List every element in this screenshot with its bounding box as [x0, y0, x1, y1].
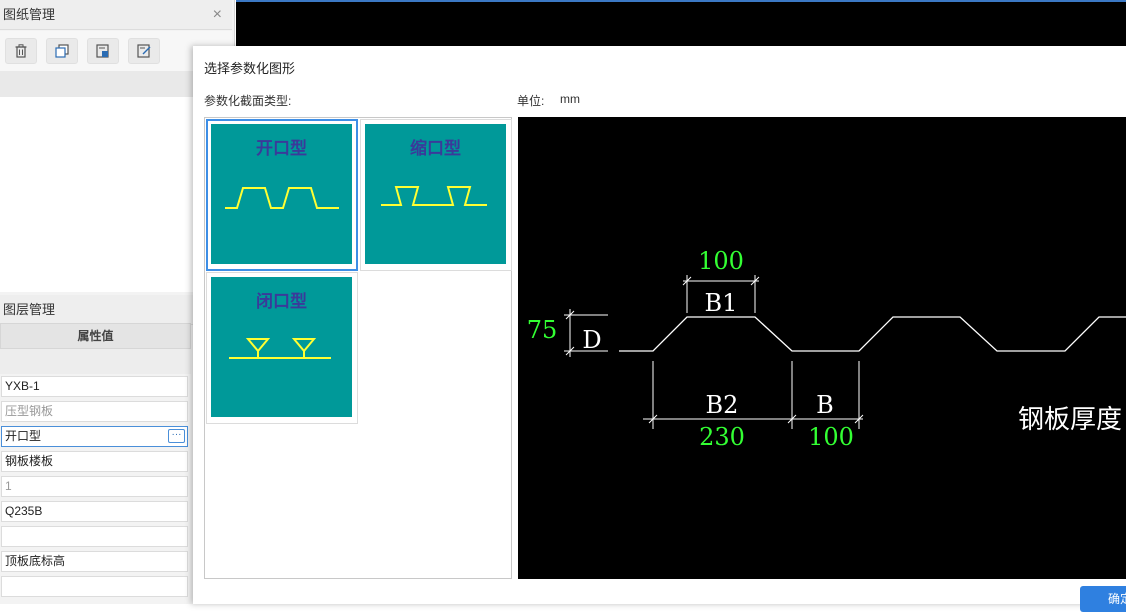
prop-field-name[interactable]: YXB-1	[1, 376, 188, 397]
copy-button[interactable]	[46, 38, 78, 64]
select-parametric-dialog: 选择参数化图形 参数化截面类型: 单位: mm 开口型 缩口型 闭	[193, 46, 1126, 612]
export-icon	[96, 44, 109, 58]
prop-field-empty-2[interactable]	[1, 576, 188, 597]
closed-profile-icon	[229, 338, 331, 359]
dim-spacing-value: 100	[808, 423, 854, 451]
close-icon[interactable]: ×	[212, 6, 222, 23]
prop-field-type[interactable]: 钢板楼板	[1, 451, 188, 472]
tile-open-type-image: 开口型	[211, 124, 352, 264]
trash-icon	[15, 44, 27, 58]
ok-button[interactable]: 确定	[1080, 586, 1126, 612]
dim-height-label: D	[582, 326, 601, 354]
tile-closed-type[interactable]: 闭口型	[206, 272, 358, 424]
dim-bottom-width-value: 230	[699, 423, 745, 451]
dialog-title: 选择参数化图形	[204, 61, 296, 76]
tile-reentrant-type-image: 缩口型	[365, 124, 506, 264]
export-button[interactable]	[87, 38, 119, 64]
dim-height-value: 75	[527, 316, 558, 344]
drawing-canvas[interactable]	[236, 0, 1126, 46]
property-value-header: 属性值	[0, 323, 191, 349]
open-profile-icon	[225, 187, 339, 209]
prop-field-empty-1[interactable]	[1, 526, 188, 547]
reentrant-profile-icon	[381, 186, 487, 206]
thickness-label: 钢板厚度	[1018, 405, 1122, 435]
import-icon	[137, 44, 151, 58]
property-gap	[0, 349, 191, 374]
drawing-panel-title: 图纸管理	[3, 7, 56, 22]
tile-reentrant-type-label: 缩口型	[410, 139, 461, 159]
tile-closed-type-label: 闭口型	[256, 292, 307, 312]
section-type-grid: 开口型 缩口型 闭口型	[204, 117, 512, 579]
copy-icon	[55, 44, 69, 58]
section-preview-drawing: 100 B1 75 D B2 230 B 100 钢板厚度	[527, 247, 1126, 451]
import-button[interactable]	[128, 38, 160, 64]
dim-top-width-value: 100	[698, 247, 744, 275]
unit-value: mm	[560, 92, 580, 106]
tile-open-type[interactable]: 开口型	[206, 119, 358, 271]
prop-field-section-type[interactable]: 开口型 ···	[1, 426, 188, 447]
drawing-panel-header: 图纸管理 ×	[0, 0, 232, 30]
tile-open-type-label: 开口型	[256, 139, 307, 159]
prop-field-material[interactable]: Q235B	[1, 501, 188, 522]
dim-bottom-width-label: B2	[706, 391, 739, 419]
delete-button[interactable]	[5, 38, 37, 64]
ellipsis-button[interactable]: ···	[168, 429, 185, 443]
dim-spacing-label: B	[816, 391, 834, 419]
section-type-label: 参数化截面类型:	[204, 94, 292, 108]
prop-field-count[interactable]: 1	[1, 476, 188, 497]
tile-reentrant-type[interactable]: 缩口型	[360, 119, 512, 271]
prop-field-category[interactable]: 压型钢板	[1, 401, 188, 422]
prop-field-elevation[interactable]: 顶板底标高	[1, 551, 188, 572]
unit-label: 单位:	[517, 94, 545, 108]
layer-panel-title: 图层管理	[3, 302, 56, 317]
section-preview: 100 B1 75 D B2 230 B 100 钢板厚度	[518, 117, 1126, 579]
tile-closed-type-image: 闭口型	[211, 277, 352, 417]
dim-top-width-label: B1	[705, 289, 738, 317]
